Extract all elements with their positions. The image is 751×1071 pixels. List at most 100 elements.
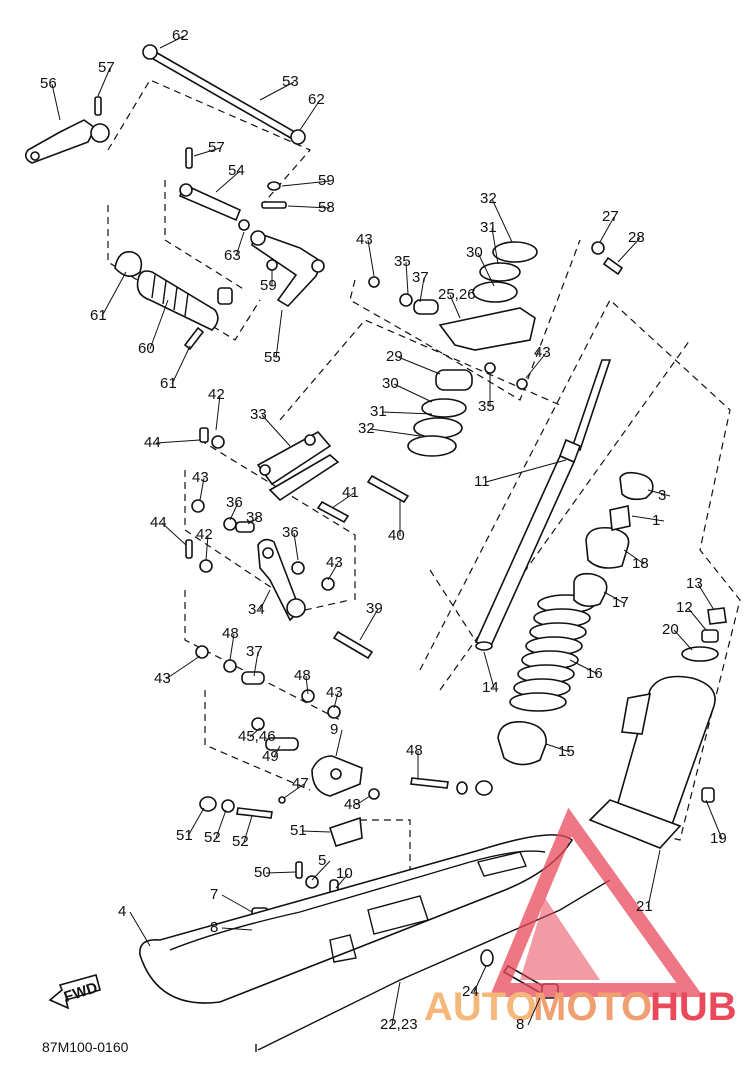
callout-label: 16 [586, 665, 603, 682]
leader-line [129, 911, 151, 947]
callout-label: 35 [478, 398, 495, 415]
leader-line [283, 783, 305, 799]
spring-14 [509, 594, 595, 712]
callout-label: 58 [318, 199, 335, 216]
callout-label: 17 [612, 594, 629, 611]
callout-label: 18 [632, 555, 649, 572]
leader-line [281, 180, 331, 187]
callout-label: 51 [290, 822, 307, 839]
callout-label: 48 [294, 667, 311, 684]
leader-line [159, 35, 185, 49]
callout-label: 57 [98, 59, 115, 76]
callout-label: 10 [336, 865, 353, 882]
callout-label: 44 [150, 514, 167, 531]
leader-line [215, 809, 227, 839]
callout-label: 15 [558, 743, 575, 760]
bracket-55 [250, 230, 325, 308]
callout-label: 38 [246, 509, 263, 526]
watermark-moto: MOTO [533, 985, 652, 1029]
leader-line [491, 227, 499, 265]
leader-lines [51, 35, 723, 1026]
leader-line [623, 549, 645, 565]
bump-stop-15-16-17-18 [573, 471, 654, 608]
leader-line [333, 692, 339, 709]
nut-59-b [266, 259, 278, 271]
leader-line [525, 352, 547, 379]
leader-line [397, 356, 441, 375]
callout-label: 36 [282, 524, 299, 541]
callout-label: 60 [138, 340, 155, 357]
callout-label: 55 [264, 349, 281, 366]
leader-line [647, 489, 671, 497]
callout-label: 7 [210, 886, 218, 903]
callout-label: 48 [222, 625, 239, 642]
callout-label: 43 [326, 684, 343, 701]
leader-line [243, 815, 253, 843]
part-number-code: 87M100-0160 [42, 1039, 129, 1055]
nut-8 [480, 949, 494, 967]
leader-line [299, 99, 321, 131]
callout-label: 31 [480, 219, 497, 236]
link-arm-33 [199, 427, 340, 502]
callout-label: 43 [192, 469, 209, 486]
leader-line [687, 607, 707, 631]
shaft-53 [142, 44, 306, 145]
callout-label: 61 [90, 307, 107, 324]
callout-label: 32 [358, 420, 375, 437]
leader-line [287, 205, 331, 209]
watermark-hub: HUB [650, 985, 737, 1029]
leader-line [193, 147, 221, 157]
leader-line [369, 428, 421, 437]
callout-label: 4 [118, 903, 126, 920]
leader-line [259, 81, 295, 101]
callout-label: 41 [342, 484, 359, 501]
leader-line [381, 411, 433, 415]
leader-line [393, 383, 433, 403]
callout-label: 43 [154, 670, 171, 687]
damper-washer-stack [368, 241, 538, 457]
washer-63 [238, 219, 250, 231]
leader-line [215, 170, 241, 193]
callout-label: 1 [652, 512, 660, 529]
callout-label: 27 [602, 208, 619, 225]
leader-line [335, 729, 343, 757]
leader-line [311, 860, 331, 881]
leader-line [705, 799, 723, 840]
callout-label: 31 [370, 403, 387, 420]
shock-absorber-11-12 [474, 359, 612, 651]
callout-label: 30 [466, 244, 483, 261]
callout-label: 48 [344, 796, 361, 813]
callout-label: 11 [474, 473, 490, 490]
spring-pin-57-b [185, 147, 193, 169]
callout-label: 52 [232, 833, 249, 850]
leader-line [335, 873, 349, 889]
leader-line [265, 871, 297, 874]
leader-line [51, 83, 61, 121]
callout-label: 29 [386, 348, 403, 365]
leader-line [483, 651, 495, 689]
leader-line [419, 277, 425, 303]
callout-label: 8 [516, 1016, 524, 1033]
nut-59-a [267, 181, 281, 191]
leader-line [273, 745, 281, 758]
callout-label: 62 [308, 91, 325, 108]
callout-label: 48 [406, 742, 423, 759]
leader-line [617, 237, 641, 263]
callout-label: 14 [482, 679, 499, 696]
callout-label: 59 [318, 172, 335, 189]
leader-line [249, 727, 261, 738]
bolt-27-28 [591, 241, 624, 276]
leader-line [221, 894, 253, 913]
leader-line [485, 459, 567, 483]
assembly-boundaries [107, 79, 741, 905]
bolts-40-41 [316, 474, 410, 524]
callout-label: 52 [204, 829, 221, 846]
leader-line [221, 927, 253, 931]
leader-line [545, 743, 571, 753]
leader-line [391, 981, 401, 1026]
automotohub-watermark: AUTO MOTO HUB [424, 807, 737, 1029]
callout-label: 49 [262, 748, 279, 765]
leader-line [155, 439, 201, 444]
leader-line [205, 534, 209, 561]
